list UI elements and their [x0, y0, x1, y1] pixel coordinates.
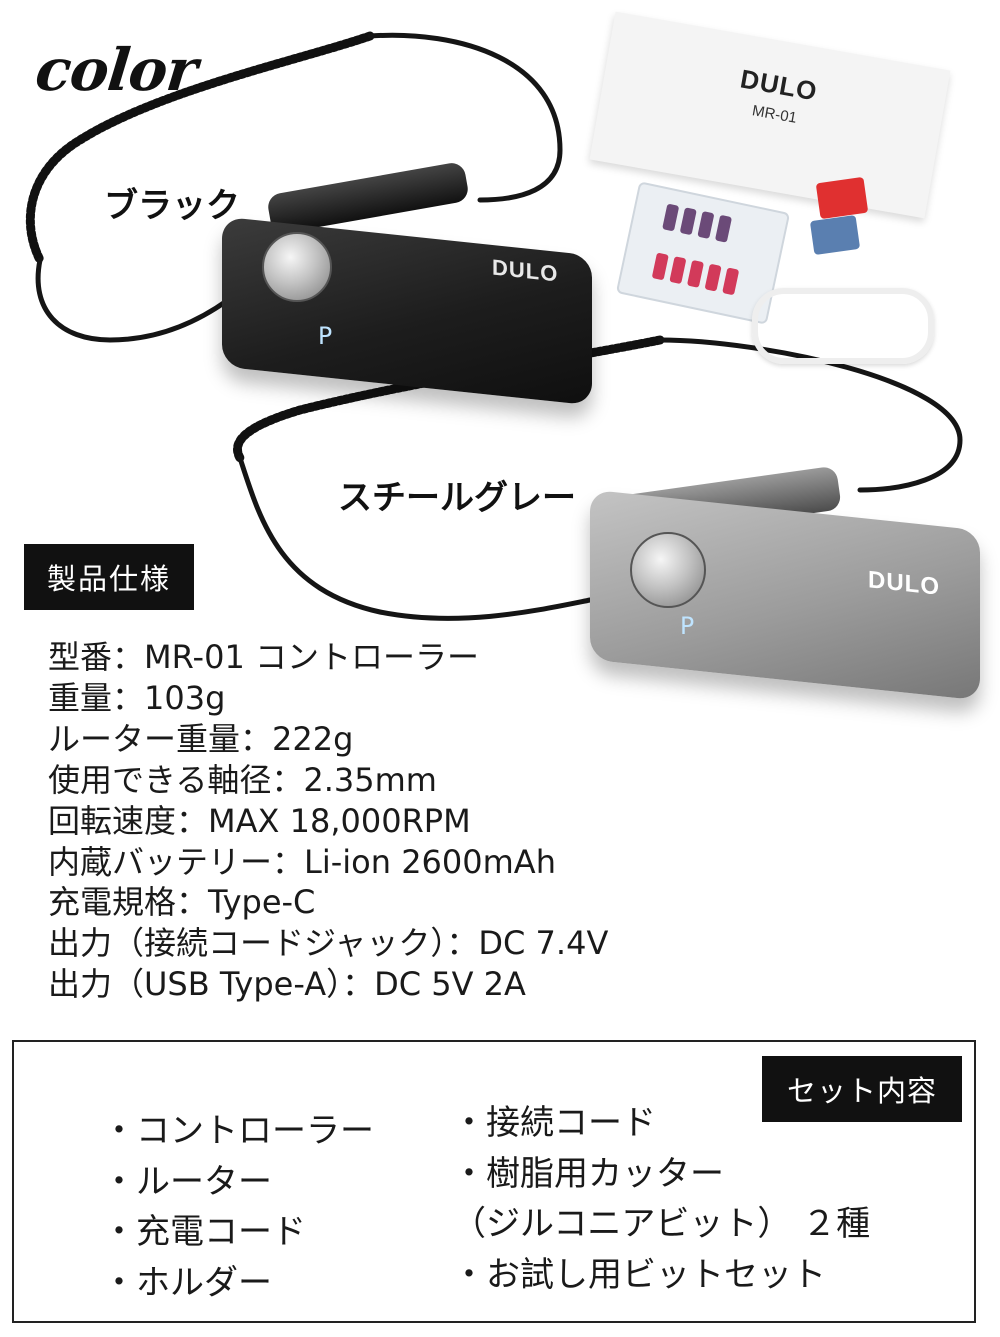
sanding-band	[697, 211, 715, 239]
sanding-band	[679, 207, 697, 236]
set-item-holder: ・ホルダー	[102, 1262, 272, 1303]
sanding-band	[669, 256, 687, 285]
spec-item-weight: 重量：103g	[48, 678, 226, 717]
sanding-band	[662, 203, 680, 232]
set-item-controller: ・コントローラー	[102, 1111, 374, 1151]
set-item-zirconia-bits: （ジルコニアビット） ２種	[452, 1204, 871, 1244]
grey-cord-bottom	[237, 455, 593, 621]
set-contents-heading: セット内容	[762, 1056, 962, 1122]
red-zirconia-bit	[815, 176, 869, 220]
set-item-connection-cord: ・接続コード	[452, 1103, 656, 1143]
grey-controller-display: P	[680, 612, 695, 640]
variant-label-steel-grey: スチールグレー	[338, 478, 576, 518]
set-item-router: ・ルーター	[102, 1161, 272, 1202]
specs-heading: 製品仕様	[24, 544, 194, 610]
sanding-band	[686, 259, 705, 288]
black-cord-top	[367, 32, 563, 203]
black-speed-knob	[262, 232, 332, 302]
sanding-band	[704, 263, 722, 292]
grey-cord-top	[657, 337, 963, 493]
set-item-trial-bit-set: ・お試し用ビットセット	[452, 1254, 826, 1295]
black-cord-bottom	[35, 257, 231, 343]
spec-item-router-weight: ルーター重量：222g	[48, 719, 354, 758]
set-item-resin-cutter: ・樹脂用カッター	[452, 1153, 724, 1194]
black-controller-display: P	[318, 322, 333, 350]
spec-item-output-jack: 出力（接続コードジャック）：DC 7.4V	[48, 924, 609, 963]
blue-zirconia-bit	[809, 214, 861, 256]
spec-item-shaft-diameter: 使用できる軸径：2.35mm	[48, 760, 437, 799]
set-contents-box	[12, 1040, 976, 1323]
spec-item-charging: 充電規格：Type-C	[48, 883, 316, 922]
grey-speed-knob	[630, 532, 706, 608]
sanding-band	[651, 252, 669, 281]
set-contents-left-list: ・コントローラー ・ルーター ・充電コード ・ホルダー	[102, 1106, 374, 1308]
black-coiled-cord	[25, 31, 375, 265]
sanding-band	[714, 214, 733, 243]
spec-item-battery: 内蔵バッテリー：Li-ion 2600mAh	[48, 842, 556, 881]
set-item-charging-cord: ・充電コード	[102, 1212, 306, 1252]
set-contents-right-list: ・接続コード ・樹脂用カッター （ジルコニアビット） ２種 ・お試し用ビットセッ…	[452, 1098, 870, 1300]
sanding-band	[722, 267, 740, 296]
spec-item-model: 型番：MR-01 コントローラー	[48, 638, 479, 676]
spec-item-rotation-speed: 回転速度：MAX 18,000RPM	[48, 801, 471, 840]
spec-list: 型番：MR-01 コントローラー 重量：103g ルーター重量：222g 使用で…	[48, 637, 608, 1005]
spec-item-output-usb: 出力（USB Type-A）：DC 5V 2A	[48, 965, 526, 1004]
usb-charging-cable	[752, 288, 934, 364]
variant-label-black: ブラック	[104, 186, 240, 226]
product-illustration: DULO MR-01 DULO P DULO P	[25, 11, 980, 701]
